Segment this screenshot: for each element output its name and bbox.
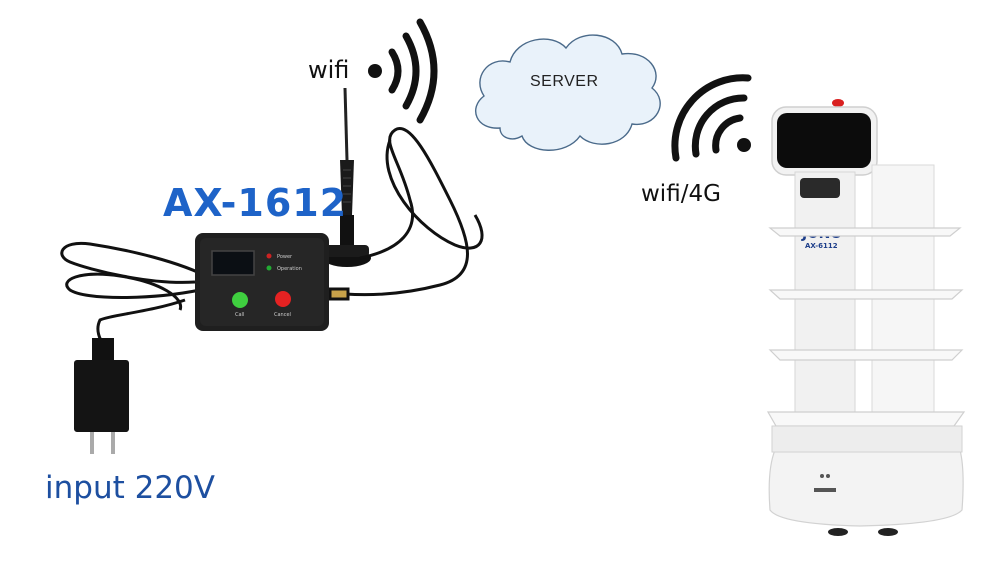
led-operation-label: Operation bbox=[277, 266, 302, 272]
ax1612-device: Power Operation Call Cancel bbox=[195, 233, 329, 331]
antenna-cable bbox=[328, 126, 484, 301]
power-input-label: input 220V bbox=[45, 470, 215, 506]
power-adapter bbox=[74, 338, 129, 454]
cancel-button-label: Cancel bbox=[274, 312, 291, 318]
server-label: SERVER bbox=[530, 73, 599, 90]
delivery-robot: JUNO AX-6112 bbox=[766, 99, 966, 536]
call-button-label: Call bbox=[235, 312, 244, 318]
cancel-button bbox=[275, 291, 291, 307]
device-model-label: AX-1612 bbox=[163, 181, 348, 225]
antenna bbox=[323, 87, 371, 267]
wifi-label: wifi bbox=[308, 56, 350, 84]
wifi-4g-label: wifi/4G bbox=[641, 181, 721, 207]
wifi-signal-icon bbox=[368, 18, 438, 124]
power-cable bbox=[60, 241, 211, 346]
robot-model: AX-6112 bbox=[805, 242, 838, 250]
wifi-4g-signal-icon bbox=[671, 74, 752, 162]
led-power-label: Power bbox=[277, 254, 293, 260]
server-cloud bbox=[475, 34, 661, 151]
call-button bbox=[232, 292, 248, 308]
